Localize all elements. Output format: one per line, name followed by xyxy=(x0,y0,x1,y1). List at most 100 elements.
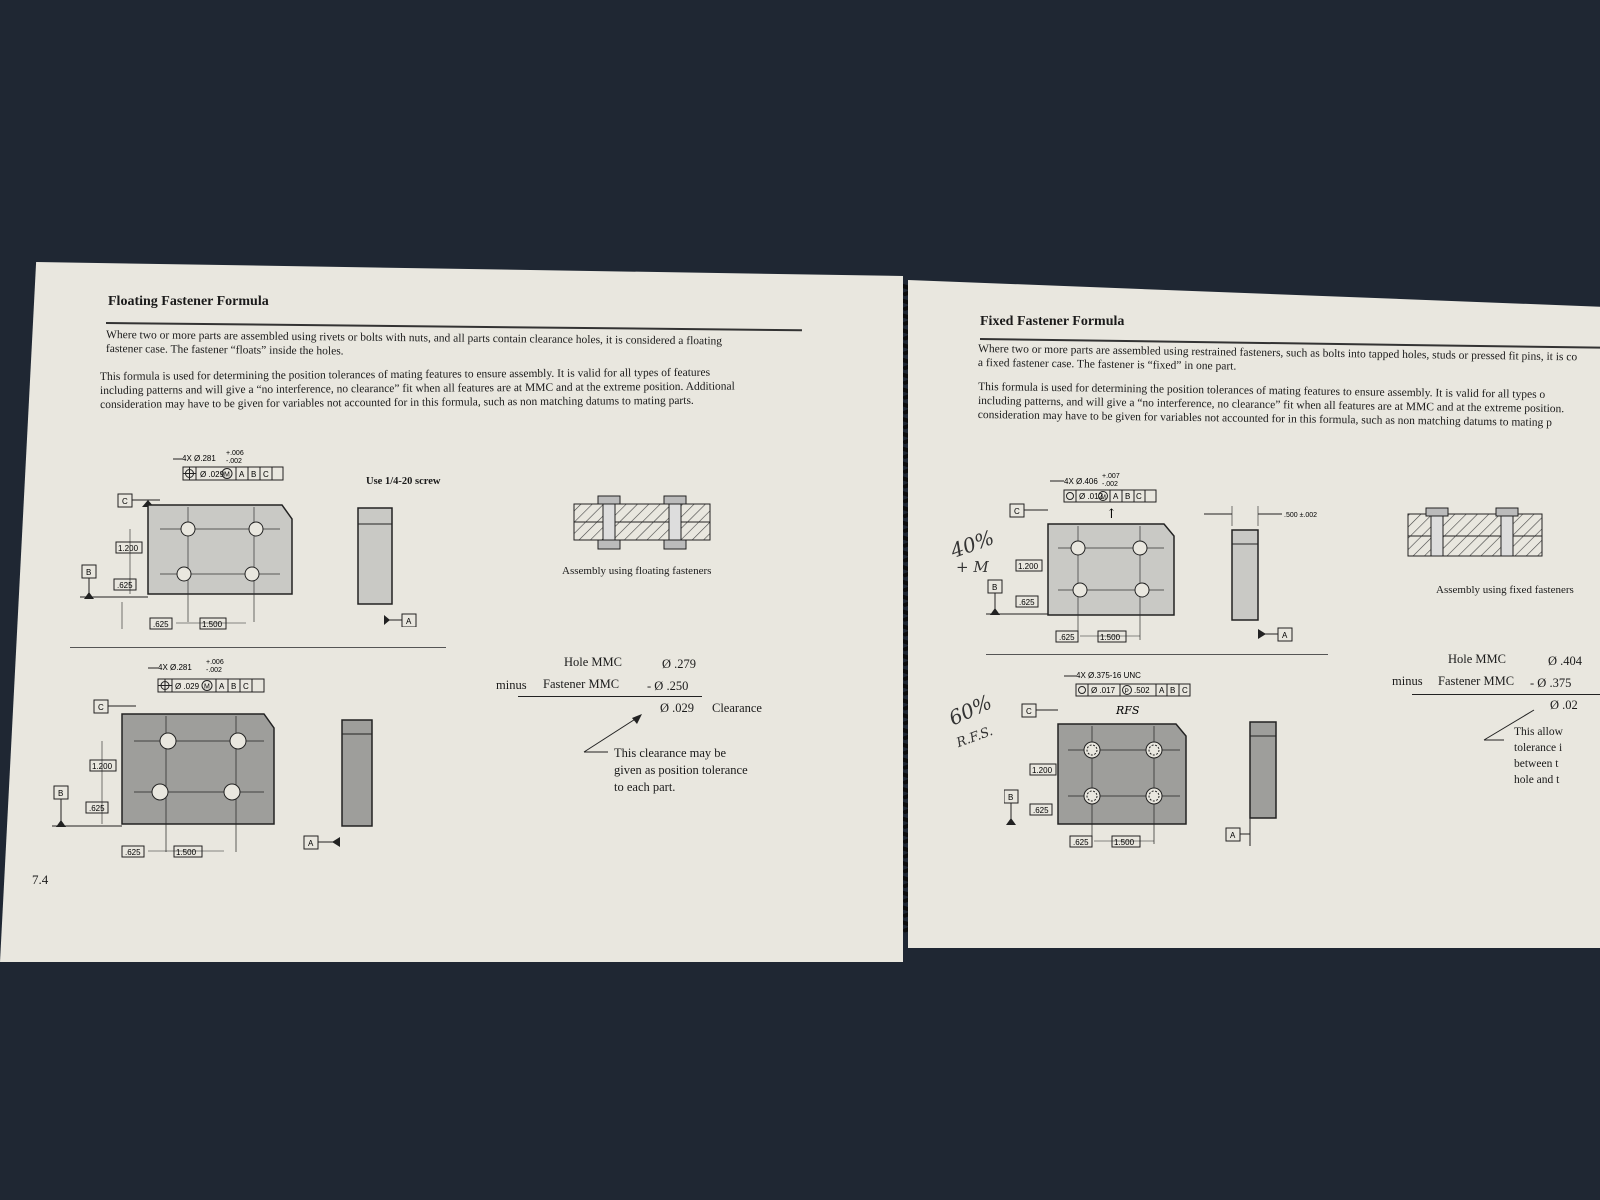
threaded-hole xyxy=(1145,787,1163,805)
hole xyxy=(223,783,241,801)
dim-vertical: 1.200 xyxy=(1032,766,1053,775)
datum-label-a: A xyxy=(1230,831,1236,840)
datum-label-c: C xyxy=(1014,507,1020,516)
handwritten-annotation: RFS xyxy=(1115,704,1140,717)
hole-callout: 4X Ø.375-16 UNC xyxy=(1076,671,1141,680)
projected-zone-icon xyxy=(1122,685,1132,695)
calc-sum-line xyxy=(1412,694,1600,695)
fcf-tolerance: Ø .012 xyxy=(1079,492,1104,501)
plate-drawing-floating-2: 4X Ø.281 +.006 -.002 Ø .029 M A B C C xyxy=(52,659,275,858)
tol-plus: +.006 xyxy=(226,450,244,457)
assembly-caption: Assembly using floating fasteners xyxy=(562,565,712,577)
hole xyxy=(159,732,177,750)
left-intro: Where two or more parts are assembled us… xyxy=(106,328,826,364)
left-page-title: Floating Fastener Formula xyxy=(108,294,269,309)
position-symbol-icon xyxy=(1078,686,1086,694)
page-number: 7.4 xyxy=(32,872,49,887)
datum-label-b: B xyxy=(58,789,63,798)
allowance-note: This allow tolerance i between t hole an… xyxy=(1514,724,1563,788)
tol-minus: -.002 xyxy=(226,458,242,465)
dim-small: .625 xyxy=(153,620,169,629)
pin-side-view: .500 ±.002 A xyxy=(1204,506,1317,642)
fcf-datum: C xyxy=(263,470,269,479)
tol-plus: +.007 xyxy=(1102,473,1120,480)
pin-dimension: .500 ±.002 xyxy=(1284,512,1317,519)
fcf-tolerance: Ø .029 xyxy=(175,682,200,691)
datum-label-a: A xyxy=(308,839,314,848)
feature-control-frame: Ø .017 P .502 A B C xyxy=(1075,683,1191,697)
hole xyxy=(1070,540,1086,556)
datum-label-b: B xyxy=(1008,793,1013,802)
fcf-tolerance: Ø .029 xyxy=(200,470,225,479)
hole xyxy=(244,566,260,582)
dim-horizontal: 1.500 xyxy=(1100,633,1121,642)
mmc-modifier-icon xyxy=(201,680,213,691)
clearance-note-line: to each part. xyxy=(614,780,676,794)
dim-small: .625 xyxy=(1019,598,1035,607)
fcf-datum: B xyxy=(231,682,236,691)
calc-row2-label: Fastener MMC xyxy=(543,677,620,691)
datum-label-b: B xyxy=(992,583,997,592)
handwritten-note: + M xyxy=(956,558,989,576)
mmc-modifier-icon xyxy=(221,468,233,479)
left-body: This formula is used for determining the… xyxy=(100,365,830,412)
calc-row2-value: - Ø .250 xyxy=(647,679,689,693)
dim-horizontal: 1.500 xyxy=(202,620,223,629)
calc-row1-value: Ø .279 xyxy=(662,657,697,671)
datum-label-a: A xyxy=(1282,631,1288,640)
plate-drawing-fixed-2: 4X Ø.375-16 UNC Ø .017 P .502 A B C RFS … xyxy=(1004,671,1191,848)
calc-minus: minus xyxy=(496,678,527,692)
tol-minus: -.002 xyxy=(1102,481,1118,488)
fcf-datum: A xyxy=(219,682,225,691)
hole-callout: 4X Ø.281 xyxy=(182,454,216,463)
right-intro: Where two or more parts are assembled us… xyxy=(978,342,1600,379)
fcf-datum: C xyxy=(243,682,249,691)
handwritten-note: R.F.S. xyxy=(954,724,996,751)
pin-side-view: A xyxy=(1225,721,1277,846)
right-page-title: Fixed Fastener Formula xyxy=(980,314,1125,329)
hole xyxy=(180,521,196,537)
fcf-datum: A xyxy=(1159,686,1165,695)
datum-label-c: C xyxy=(1026,707,1032,716)
fcf-datum: C xyxy=(1136,492,1142,501)
right-body: This formula is used for determining the… xyxy=(978,380,1600,431)
allowance-note-line: tolerance i xyxy=(1514,742,1563,754)
hole-callout: 4X Ø.281 xyxy=(158,663,192,672)
left-page: Floating Fastener Formula Where two or m… xyxy=(0,262,903,962)
fcf-datum: A xyxy=(239,470,245,479)
clearance-note-line: given as position tolerance xyxy=(614,763,748,777)
datum-label-b: B xyxy=(86,568,91,577)
threaded-hole xyxy=(1083,787,1101,805)
clearance-note: This clearance may be given as position … xyxy=(614,745,748,796)
allowance-note-line: hole and t xyxy=(1514,774,1560,786)
fcf-modifier: M xyxy=(1101,494,1106,501)
leader-arrow xyxy=(1483,709,1535,741)
fcf-tolerance: Ø .017 xyxy=(1091,686,1116,695)
fcf-modifier: P xyxy=(1125,688,1129,695)
hole-callout: 4X Ø.406 xyxy=(1064,477,1098,486)
dim-horizontal: 1.500 xyxy=(176,848,197,857)
calc-minus: minus xyxy=(1392,674,1423,688)
fcf-datum: A xyxy=(1113,492,1119,501)
dim-small: .625 xyxy=(125,848,141,857)
floating-assembly-diagram xyxy=(573,495,711,550)
dim-small: .625 xyxy=(117,581,133,590)
calc-sum-line xyxy=(518,696,702,697)
plate xyxy=(1057,723,1187,844)
dim-small: .625 xyxy=(1073,838,1089,847)
feature-control-frame: Ø .029 M A B C xyxy=(157,678,265,693)
hole xyxy=(151,783,169,801)
plate xyxy=(147,504,293,622)
screw-note: Use 1/4-20 screw xyxy=(366,476,441,487)
threaded-hole xyxy=(1145,741,1163,759)
position-symbol-icon xyxy=(1066,492,1074,500)
mmc-modifier-icon xyxy=(1098,491,1108,501)
datum-label-c: C xyxy=(98,703,104,712)
right-page: Fixed Fastener Formula Where two or more… xyxy=(908,280,1600,948)
section-divider xyxy=(986,654,1328,655)
plate-drawing-fixed-1: 4X Ø.406 +.007 -.002 Ø .012 M A B C ↑ C xyxy=(986,473,1175,643)
dim-vertical: 1.200 xyxy=(1018,562,1039,571)
calc-row1-label: Hole MMC xyxy=(564,655,622,669)
fcf-modifier: M xyxy=(224,472,230,479)
leader-arrow xyxy=(583,714,642,753)
